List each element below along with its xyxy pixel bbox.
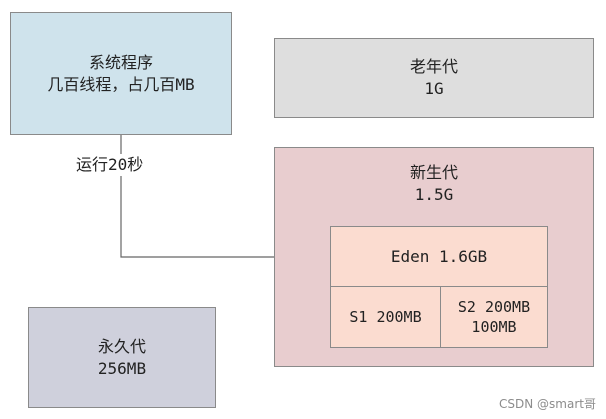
old-generation-box: 老年代 1G xyxy=(274,38,594,118)
flow-label: 运行20秒 xyxy=(76,154,144,176)
system-detail: 几百线程，占几百MB xyxy=(47,74,195,94)
perm-gen-title: 永久代 xyxy=(97,336,146,356)
perm-gen-size: 256MB xyxy=(97,358,147,378)
system-program-box: 系统程序 几百线程，占几百MB xyxy=(10,12,232,135)
s1-label: S1 200MB xyxy=(349,308,422,326)
eden-box: Eden 1.6GB xyxy=(330,226,548,287)
young-gen-size: 1.5G xyxy=(414,185,454,204)
survivor-s1-box: S1 200MB xyxy=(330,286,441,348)
s2-label-line2: 100MB xyxy=(471,318,517,336)
system-title: 系统程序 xyxy=(88,52,153,72)
watermark: CSDN @smart哥 xyxy=(499,397,596,411)
old-gen-title: 老年代 xyxy=(409,57,458,76)
young-gen-title: 新生代 xyxy=(409,163,458,182)
eden-label: Eden 1.6GB xyxy=(390,246,488,266)
survivor-s2-box: S2 200MB 100MB xyxy=(440,286,548,348)
s2-label-line1: S2 200MB xyxy=(457,298,531,316)
old-gen-size: 1G xyxy=(424,79,444,98)
permanent-generation-box: 永久代 256MB xyxy=(28,307,216,408)
